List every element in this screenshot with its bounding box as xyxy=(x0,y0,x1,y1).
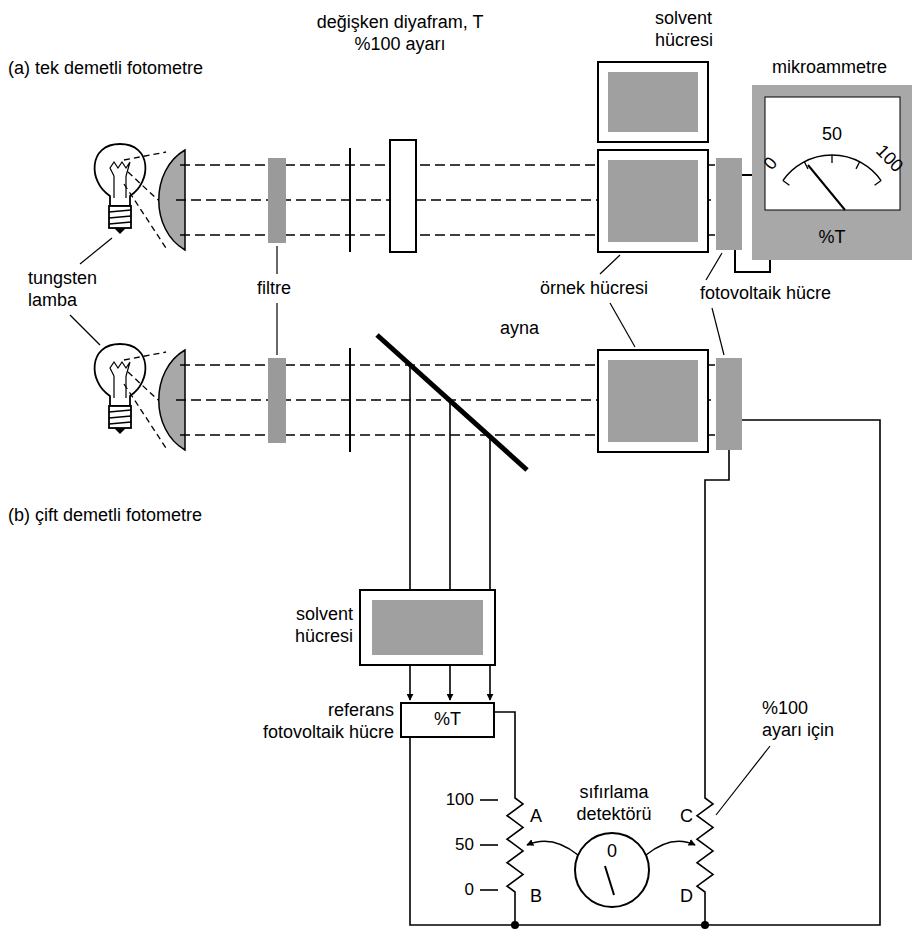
bridge-circuit xyxy=(495,712,515,790)
microammeter-housing xyxy=(752,85,912,260)
terminal-label: C xyxy=(680,806,693,828)
meter-scale-arc xyxy=(783,155,881,181)
junction-dot xyxy=(511,921,519,929)
figure-title: (b) çift demetli fotometre xyxy=(8,505,202,527)
figure-title: (a) tek demetli fotometre xyxy=(8,58,203,80)
meter-ticks xyxy=(783,155,881,185)
photovoltaic-cell-b xyxy=(716,358,742,450)
leader-lines xyxy=(600,255,620,274)
mirror xyxy=(377,335,527,470)
microammeter: mikroammetre050100%T xyxy=(752,85,912,260)
potentiometer xyxy=(697,790,713,900)
meter-tick xyxy=(856,162,860,169)
part-label: filtre xyxy=(257,278,291,300)
terminal-label: D xyxy=(680,886,693,908)
scale-value: 50 xyxy=(822,124,842,146)
leader-lines xyxy=(712,308,724,355)
meter-wires xyxy=(735,175,770,272)
leader-lines xyxy=(610,303,635,347)
terminal-label: B xyxy=(530,886,542,908)
part-label: %100 ayarı için xyxy=(762,698,844,742)
meter-tick xyxy=(804,162,808,169)
photovoltaic-cell-a xyxy=(716,158,742,250)
reference-photocell: referans fotovoltaik hücre%T xyxy=(400,702,495,738)
detector-dial xyxy=(575,833,649,907)
solvent-cell-b xyxy=(360,590,495,665)
reference-beam xyxy=(449,665,451,700)
part-label: örnek hücresi xyxy=(540,278,648,300)
unit-label: %T xyxy=(819,227,846,249)
leader-lines xyxy=(706,253,722,280)
bridge-circuit xyxy=(480,844,498,846)
scale-value: 0 xyxy=(436,880,474,901)
bridge-circuit xyxy=(480,889,498,891)
part-label: değişken diyafram, T %100 ayarı xyxy=(295,12,505,56)
part-label: solvent hücresi xyxy=(278,604,353,648)
part-label: ayna xyxy=(500,318,539,340)
slit-b xyxy=(349,348,351,452)
light-rays-b xyxy=(124,352,166,360)
terminal-label: A xyxy=(530,806,542,828)
bridge-circuit xyxy=(410,420,880,925)
meter-wires xyxy=(735,250,770,272)
part-label: tungsten lamba xyxy=(28,268,108,312)
filter-b xyxy=(268,358,286,443)
leader-lines xyxy=(276,303,277,355)
junction-dot xyxy=(701,921,709,929)
leader-lines xyxy=(716,746,770,815)
reference-beam xyxy=(409,365,411,590)
meter-tick xyxy=(875,181,882,186)
meter-title: mikroammetre xyxy=(772,57,887,79)
scale-value: 100 xyxy=(436,790,474,811)
bridge-circuit xyxy=(480,799,498,801)
bridge-circuit xyxy=(527,841,578,855)
part-label: fotovoltaik hücre xyxy=(700,283,831,305)
reference-beam xyxy=(489,665,491,700)
scale-value: 0 xyxy=(759,153,782,175)
unit-label: %T xyxy=(434,709,461,731)
meter-needle xyxy=(808,165,845,210)
reference-beam xyxy=(449,400,451,590)
variable-diaphragm xyxy=(390,140,416,252)
light-rays-a xyxy=(124,152,166,160)
scale-value: 100 xyxy=(871,141,908,178)
leader-lines xyxy=(80,238,112,264)
cell-label: referans fotovoltaik hücre xyxy=(242,700,394,744)
potentiometer xyxy=(507,790,523,900)
sample-cell-a-fill xyxy=(608,160,698,242)
bridge-circuit xyxy=(705,450,729,790)
sample-cell-b-fill xyxy=(608,360,698,442)
detector-needle xyxy=(605,866,614,895)
solvent-cell-a xyxy=(598,62,708,142)
dial-zero: 0 xyxy=(607,841,617,863)
reference-beam xyxy=(409,665,411,700)
null-detector: sıfırlama detektörü0 xyxy=(574,832,650,908)
detector-label: sıfırlama detektörü xyxy=(564,782,664,826)
solvent-cell-a-fill xyxy=(608,72,698,132)
part-label: solvent hücresi xyxy=(655,8,730,52)
meter-wires xyxy=(742,174,752,176)
solvent-cell-b-fill xyxy=(372,600,483,655)
leader-lines xyxy=(70,238,770,815)
sample-cell-a xyxy=(598,150,708,252)
meter-tick xyxy=(783,181,790,186)
reference-beam xyxy=(489,435,491,590)
bridge-circuit xyxy=(646,841,695,855)
scale-value: 50 xyxy=(436,835,474,856)
filter-a xyxy=(268,158,286,243)
meter-tick xyxy=(831,155,832,163)
slit-a xyxy=(349,148,351,252)
sample-cell-b xyxy=(598,350,708,452)
leader-lines xyxy=(70,315,100,345)
bridge-circuit xyxy=(410,420,880,925)
leader-lines xyxy=(276,246,277,274)
